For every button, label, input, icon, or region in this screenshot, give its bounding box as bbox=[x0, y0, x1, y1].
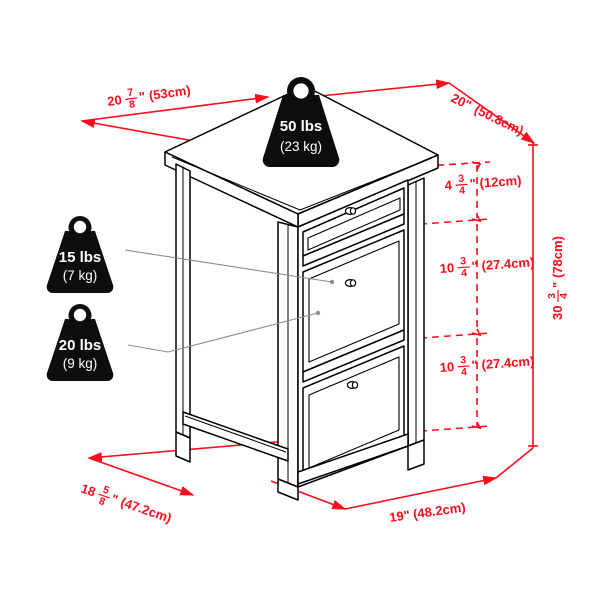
dim-4-frac-bar bbox=[455, 183, 468, 186]
drawer-middle-inset bbox=[308, 240, 400, 363]
dim-19-metric: (48.2cm) bbox=[412, 499, 466, 521]
drawer-bottom-knob bbox=[346, 381, 359, 390]
dim-top-left-whole: 20 bbox=[106, 92, 122, 109]
dim-10b-den: 4 bbox=[461, 366, 468, 378]
leader-15lbs-dot bbox=[329, 279, 335, 285]
dim-line-base-left-b bbox=[88, 457, 195, 496]
weight-badge-15lbs: 15 lbs (7 kg) bbox=[46, 216, 114, 294]
dim-label-middle-drawer-height: 10 3 4 " (27.4cm) bbox=[439, 254, 535, 279]
dim-10a-frac-bar bbox=[457, 266, 470, 269]
dim-top-left-frac-bar bbox=[125, 97, 138, 101]
dim-30-whole: 30 bbox=[550, 306, 565, 320]
badge-leader-lines bbox=[124, 249, 335, 353]
dim-18-frac-bar bbox=[98, 493, 110, 499]
weight-badge-50lbs-lbs: 50 lbs bbox=[280, 118, 323, 135]
weight-badge-50lbs: 50 lbs (23 kg) bbox=[262, 77, 340, 168]
leader-20lbs-seg1 bbox=[127, 344, 169, 353]
weight-badge-50lbs-kg: (23 kg) bbox=[280, 139, 322, 154]
dim-10b-whole: 10 bbox=[439, 359, 454, 375]
dim-label-top-drawer-height: 4 3 4 " (12cm) bbox=[444, 173, 522, 197]
overall-height-dimension bbox=[495, 143, 538, 479]
dim-line-top-left-b bbox=[81, 93, 270, 122]
dim-4-num: 3 bbox=[458, 173, 465, 185]
cap-mid bbox=[471, 328, 482, 337]
dim-30-den: 4 bbox=[558, 293, 570, 299]
foot-front-center bbox=[277, 478, 299, 501]
badge-15-body bbox=[46, 231, 114, 294]
dim-label-base-depth: 18 5 8 " (47.2cm) bbox=[79, 481, 174, 526]
dim-10a-unit: " bbox=[471, 258, 478, 273]
dim-30-metric: (78cm) bbox=[550, 236, 565, 278]
dim-top-left-num: 7 bbox=[127, 86, 135, 99]
dim-label-top-right-width: 20" (50.8cm) bbox=[449, 90, 526, 138]
leader-20lbs-dot bbox=[315, 310, 321, 316]
foot-right bbox=[407, 439, 425, 471]
drawer-middle-knob bbox=[344, 279, 357, 288]
drawer-top-rail bbox=[302, 213, 405, 267]
weight-badge-20lbs: 20 lbs (9 kg) bbox=[46, 304, 114, 382]
dim-30-unit: " bbox=[550, 282, 565, 288]
dim-10a-den: 4 bbox=[461, 267, 468, 279]
dim-18-unit: " bbox=[109, 491, 120, 507]
dim-18-num: 5 bbox=[101, 484, 111, 497]
overall-height-foot-link bbox=[495, 447, 534, 479]
side-stretcher bbox=[182, 411, 289, 462]
ext-line-top-1 bbox=[424, 161, 491, 167]
weight-badge-20lbs-kg: (9 kg) bbox=[63, 356, 98, 371]
svg-text:20: 20 bbox=[106, 92, 122, 109]
drawer-middle-rail bbox=[302, 329, 405, 383]
drawer-bottom-inset bbox=[308, 356, 400, 469]
tabletop-inner-scribe bbox=[171, 156, 433, 211]
weight-badge-15lbs-lbs: 15 lbs bbox=[59, 249, 102, 266]
drawer-top-inset bbox=[307, 197, 401, 251]
dim-top-right-metric: (50.8cm) bbox=[472, 102, 526, 139]
foot-back-left bbox=[175, 431, 191, 463]
dim-label-bottom-drawer-height: 10 3 4 " (27.4cm) bbox=[439, 353, 535, 378]
badge-15-hole bbox=[73, 220, 87, 234]
cap-top-1 bbox=[471, 161, 482, 171]
dim-line-base-right-b bbox=[344, 475, 498, 510]
weight-badge-15lbs-kg: (7 kg) bbox=[63, 268, 98, 283]
extension-line-caps bbox=[471, 161, 482, 430]
dim-4-metric: (12cm) bbox=[479, 173, 522, 191]
dim-top-left-den: 8 bbox=[128, 98, 136, 111]
badge-50-body bbox=[262, 95, 340, 168]
dim-line-top-right-a bbox=[319, 79, 451, 97]
dim-4-unit: " bbox=[469, 176, 476, 191]
weight-badge-20lbs-lbs: 20 lbs bbox=[59, 337, 102, 354]
drawer-top-knob bbox=[344, 207, 357, 216]
dim-10a-num: 3 bbox=[460, 255, 467, 267]
badge-20-hole bbox=[73, 308, 87, 322]
dim-top-right-whole: 20" bbox=[449, 90, 474, 113]
dim-18-whole: 18 bbox=[79, 481, 98, 500]
leader-15lbs bbox=[124, 249, 333, 283]
dim-top-left-metric: (53cm) bbox=[148, 82, 192, 103]
dim-18-metric: (47.2cm) bbox=[119, 494, 174, 525]
cap-top-2 bbox=[471, 214, 482, 223]
dim-label-base-width: 19" (48.2cm) bbox=[388, 499, 466, 525]
dim-18-den: 8 bbox=[97, 495, 107, 508]
side-stretcher-scribe bbox=[184, 415, 287, 453]
dim-line-top-right-b bbox=[448, 82, 536, 144]
dim-19-whole: 19" bbox=[388, 507, 411, 525]
dim-10a-whole: 10 bbox=[439, 260, 454, 276]
dim-label-top-left-depth: 20 7 8 " (53cm) bbox=[106, 82, 192, 111]
cap-bottom bbox=[471, 421, 482, 430]
dim-4-whole: 4 bbox=[444, 177, 453, 193]
badge-50-hole bbox=[293, 83, 309, 99]
bottom-front-rail bbox=[297, 433, 409, 485]
dim-30-num: 3 bbox=[546, 293, 558, 299]
dim-label-overall-height: 30 3 4 " (78cm) bbox=[546, 236, 570, 320]
leader-20lbs-seg2 bbox=[167, 312, 319, 353]
dim-10b-frac-bar bbox=[457, 365, 470, 368]
dim-10b-unit: " bbox=[471, 357, 478, 372]
dim-top-left-unit: " bbox=[138, 89, 146, 105]
dim-10b-num: 3 bbox=[460, 354, 467, 366]
badge-20-body bbox=[46, 319, 114, 382]
dim-10b-metric: (27.4cm) bbox=[481, 353, 535, 372]
dim-10a-metric: (27.4cm) bbox=[481, 254, 535, 273]
dim-4-den: 4 bbox=[459, 185, 466, 197]
